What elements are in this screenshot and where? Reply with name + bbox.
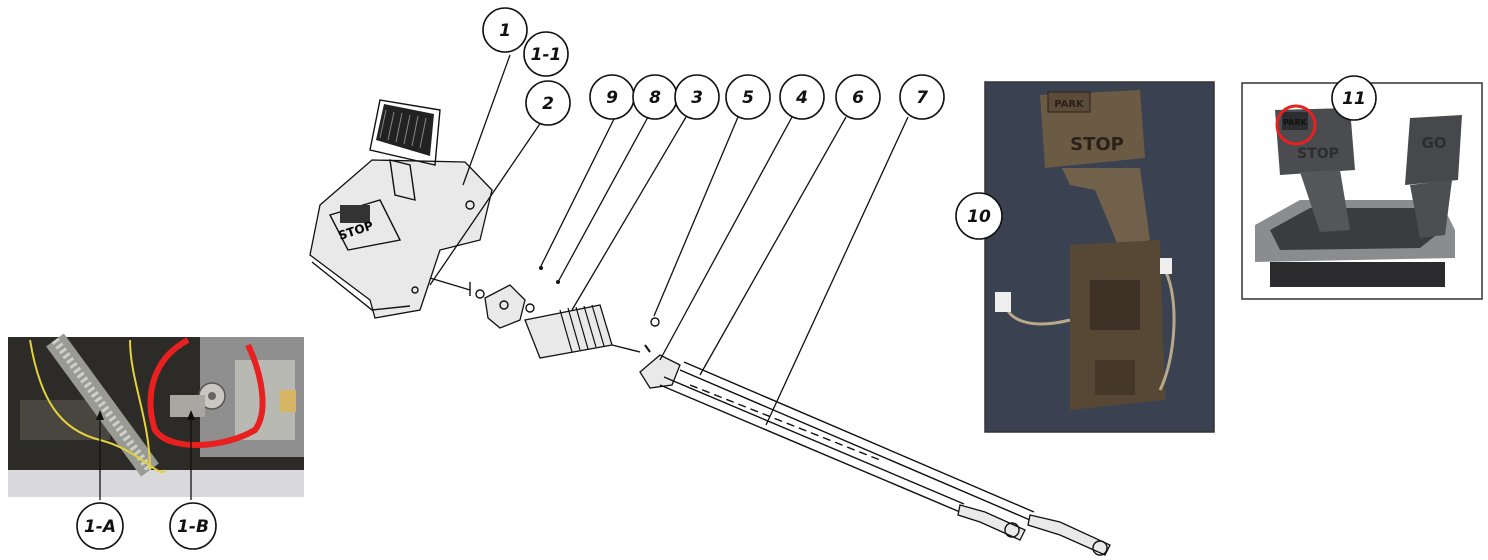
callout-4: 4	[779, 74, 825, 120]
highlight-scribble-1b	[147, 337, 266, 449]
callout-8: 8	[632, 74, 678, 120]
svg-text:10: 10	[967, 207, 991, 227]
photo2-stop-label: STOP	[1297, 146, 1339, 162]
photo-stop-label: STOP	[1070, 134, 1124, 155]
svg-text:1-1: 1-1	[531, 45, 562, 65]
svg-text:7: 7	[916, 88, 928, 108]
svg-text:1: 1	[499, 21, 511, 41]
stop-pedal-photo: PARK STOP	[984, 81, 1215, 433]
callout-9: 9	[589, 74, 635, 120]
callout-11: 11	[1331, 75, 1377, 121]
callout-1: 1	[482, 7, 528, 53]
callout-5: 5	[725, 74, 771, 120]
photo-park-label: PARK	[1054, 99, 1085, 110]
underbody-photo	[8, 333, 304, 500]
callout-1-b: 1-B	[169, 502, 217, 550]
callout-2: 2	[525, 80, 571, 126]
svg-text:1-B: 1-B	[177, 517, 209, 537]
svg-text:2: 2	[542, 94, 554, 114]
park-button-highlight	[1275, 104, 1317, 146]
callout-1-a: 1-A	[76, 502, 124, 550]
callout-3: 3	[674, 74, 720, 120]
callout-7: 7	[899, 74, 945, 120]
pedal-assembly-drawing: STOP	[309, 99, 1111, 556]
callout-10: 10	[955, 192, 1003, 240]
svg-text:11: 11	[1342, 89, 1366, 109]
callout-1-1: 1-1	[523, 31, 569, 77]
svg-text:1-A: 1-A	[84, 517, 116, 537]
svg-text:5: 5	[742, 88, 754, 108]
svg-text:4: 4	[795, 88, 808, 108]
photo2-park-label: PARK	[1283, 118, 1307, 127]
leader-lines	[429, 54, 909, 426]
svg-text:9: 9	[606, 88, 618, 108]
svg-text:8: 8	[649, 88, 661, 108]
callout-6: 6	[835, 74, 881, 120]
photo2-go-label: GO	[1421, 134, 1446, 152]
svg-text:6: 6	[852, 88, 864, 108]
svg-text:3: 3	[691, 88, 703, 108]
